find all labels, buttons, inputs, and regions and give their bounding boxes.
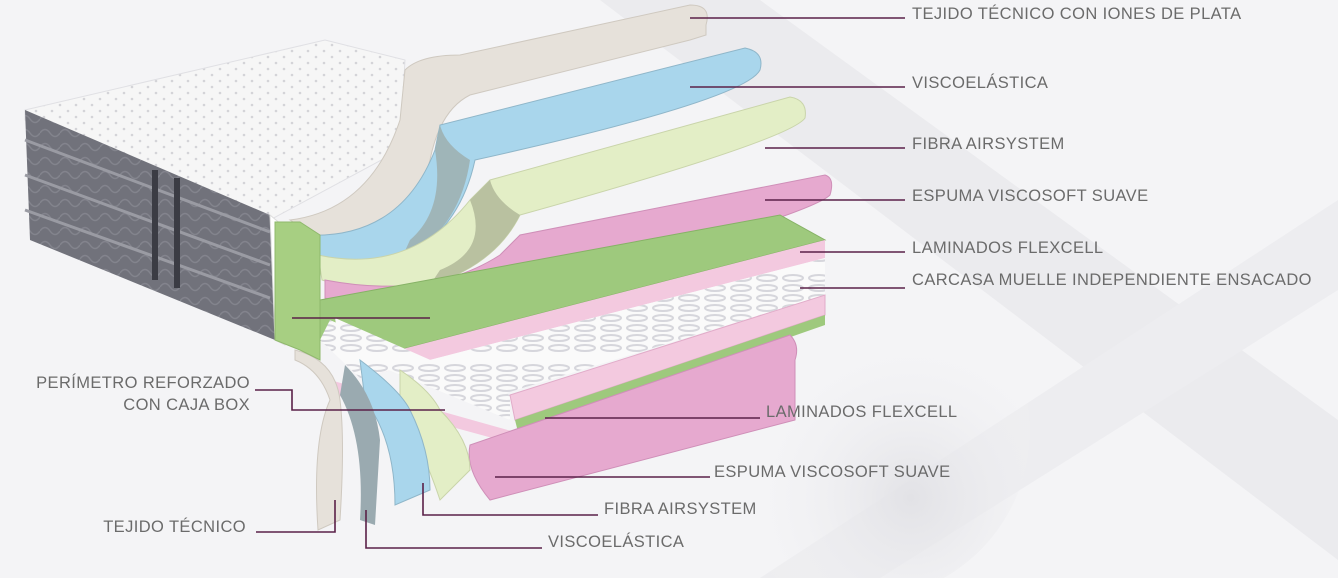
label-bottom-fibra: FIBRA AIRSYSTEM: [604, 500, 757, 518]
bottom-visco-edge: [340, 365, 380, 525]
label-perimeter-line2: CON CAJA BOX: [123, 396, 250, 414]
label-perimeter-line1: PERÍMETRO REFORZADO: [36, 374, 250, 392]
leader-bottom-fibra: [422, 483, 598, 516]
label-top-laminados: LAMINADOS FLEXCELL: [912, 239, 1104, 257]
label-bottom-espuma: ESPUMA VISCOSOFT SUAVE: [714, 463, 951, 481]
bottom-fabric-layer: [294, 349, 343, 531]
leader-perimeter: [255, 389, 445, 411]
label-top-visco: VISCOELÁSTICA: [912, 74, 1049, 92]
perimeter-box: [274, 221, 321, 361]
label-bottom-visco: VISCOELÁSTICA: [548, 533, 685, 551]
label-bottom-fabric: TEJIDO TÉCNICO: [103, 518, 246, 536]
springs-core: [320, 258, 825, 395]
label-bottom-laminados: LAMINADOS FLEXCELL: [766, 403, 958, 421]
bottom-visco-layer: [359, 358, 431, 506]
label-top-fabric: TEJIDO TÉCNICO CON IONES DE PLATA: [912, 5, 1242, 23]
label-top-espuma: ESPUMA VISCOSOFT SUAVE: [912, 187, 1149, 205]
label-top-fibra: FIBRA AIRSYSTEM: [912, 135, 1065, 153]
leader-lines: [255, 17, 905, 549]
leader-bottom-fabric: [256, 500, 336, 533]
springs-front: [335, 318, 510, 420]
top-fibra-edge: [430, 180, 520, 285]
top-visco-edge: [400, 125, 470, 262]
leader-bottom-visco: [365, 510, 542, 549]
label-springs: CARCASA MUELLE INDEPENDIENTE ENSACADO: [912, 271, 1312, 289]
top-pink-strip: [360, 240, 825, 378]
